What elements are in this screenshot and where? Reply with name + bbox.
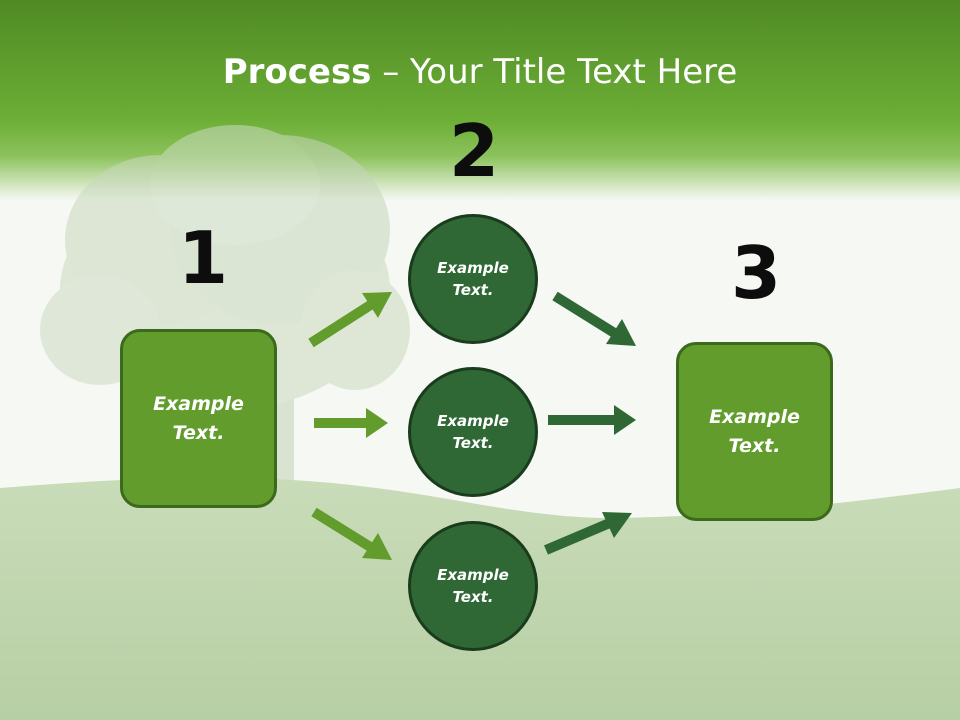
arrow-1-to-bottom (311, 507, 392, 560)
step-3-text: Example Text. (709, 406, 800, 457)
step-2-circle-bottom[interactable]: Example Text. (408, 521, 538, 651)
step-number-3: 3 (731, 231, 782, 315)
arrow-middle-to-3 (548, 405, 636, 435)
arrow-1-to-top (308, 292, 392, 348)
step-1-box[interactable]: Example Text. (120, 329, 277, 508)
circle-middle-text: Example Text. (437, 411, 509, 453)
arrow-bottom-to-3 (544, 512, 632, 555)
page-title: Process – Your Title Text Here (0, 52, 960, 92)
title-bold: Process (222, 52, 372, 92)
step-number-2: 2 (449, 109, 500, 193)
step-3-box[interactable]: Example Text. (676, 342, 833, 521)
arrow-1-to-middle (314, 408, 388, 438)
step-1-text: Example Text. (153, 393, 244, 444)
circle-top-text: Example Text. (437, 258, 509, 300)
arrow-top-to-3 (552, 291, 636, 346)
step-2-circle-middle[interactable]: Example Text. (408, 367, 538, 497)
step-2-circle-top[interactable]: Example Text. (408, 214, 538, 344)
circle-bottom-text: Example Text. (437, 565, 509, 607)
title-rest: – Your Title Text Here (371, 52, 738, 92)
step-number-1: 1 (178, 216, 229, 300)
